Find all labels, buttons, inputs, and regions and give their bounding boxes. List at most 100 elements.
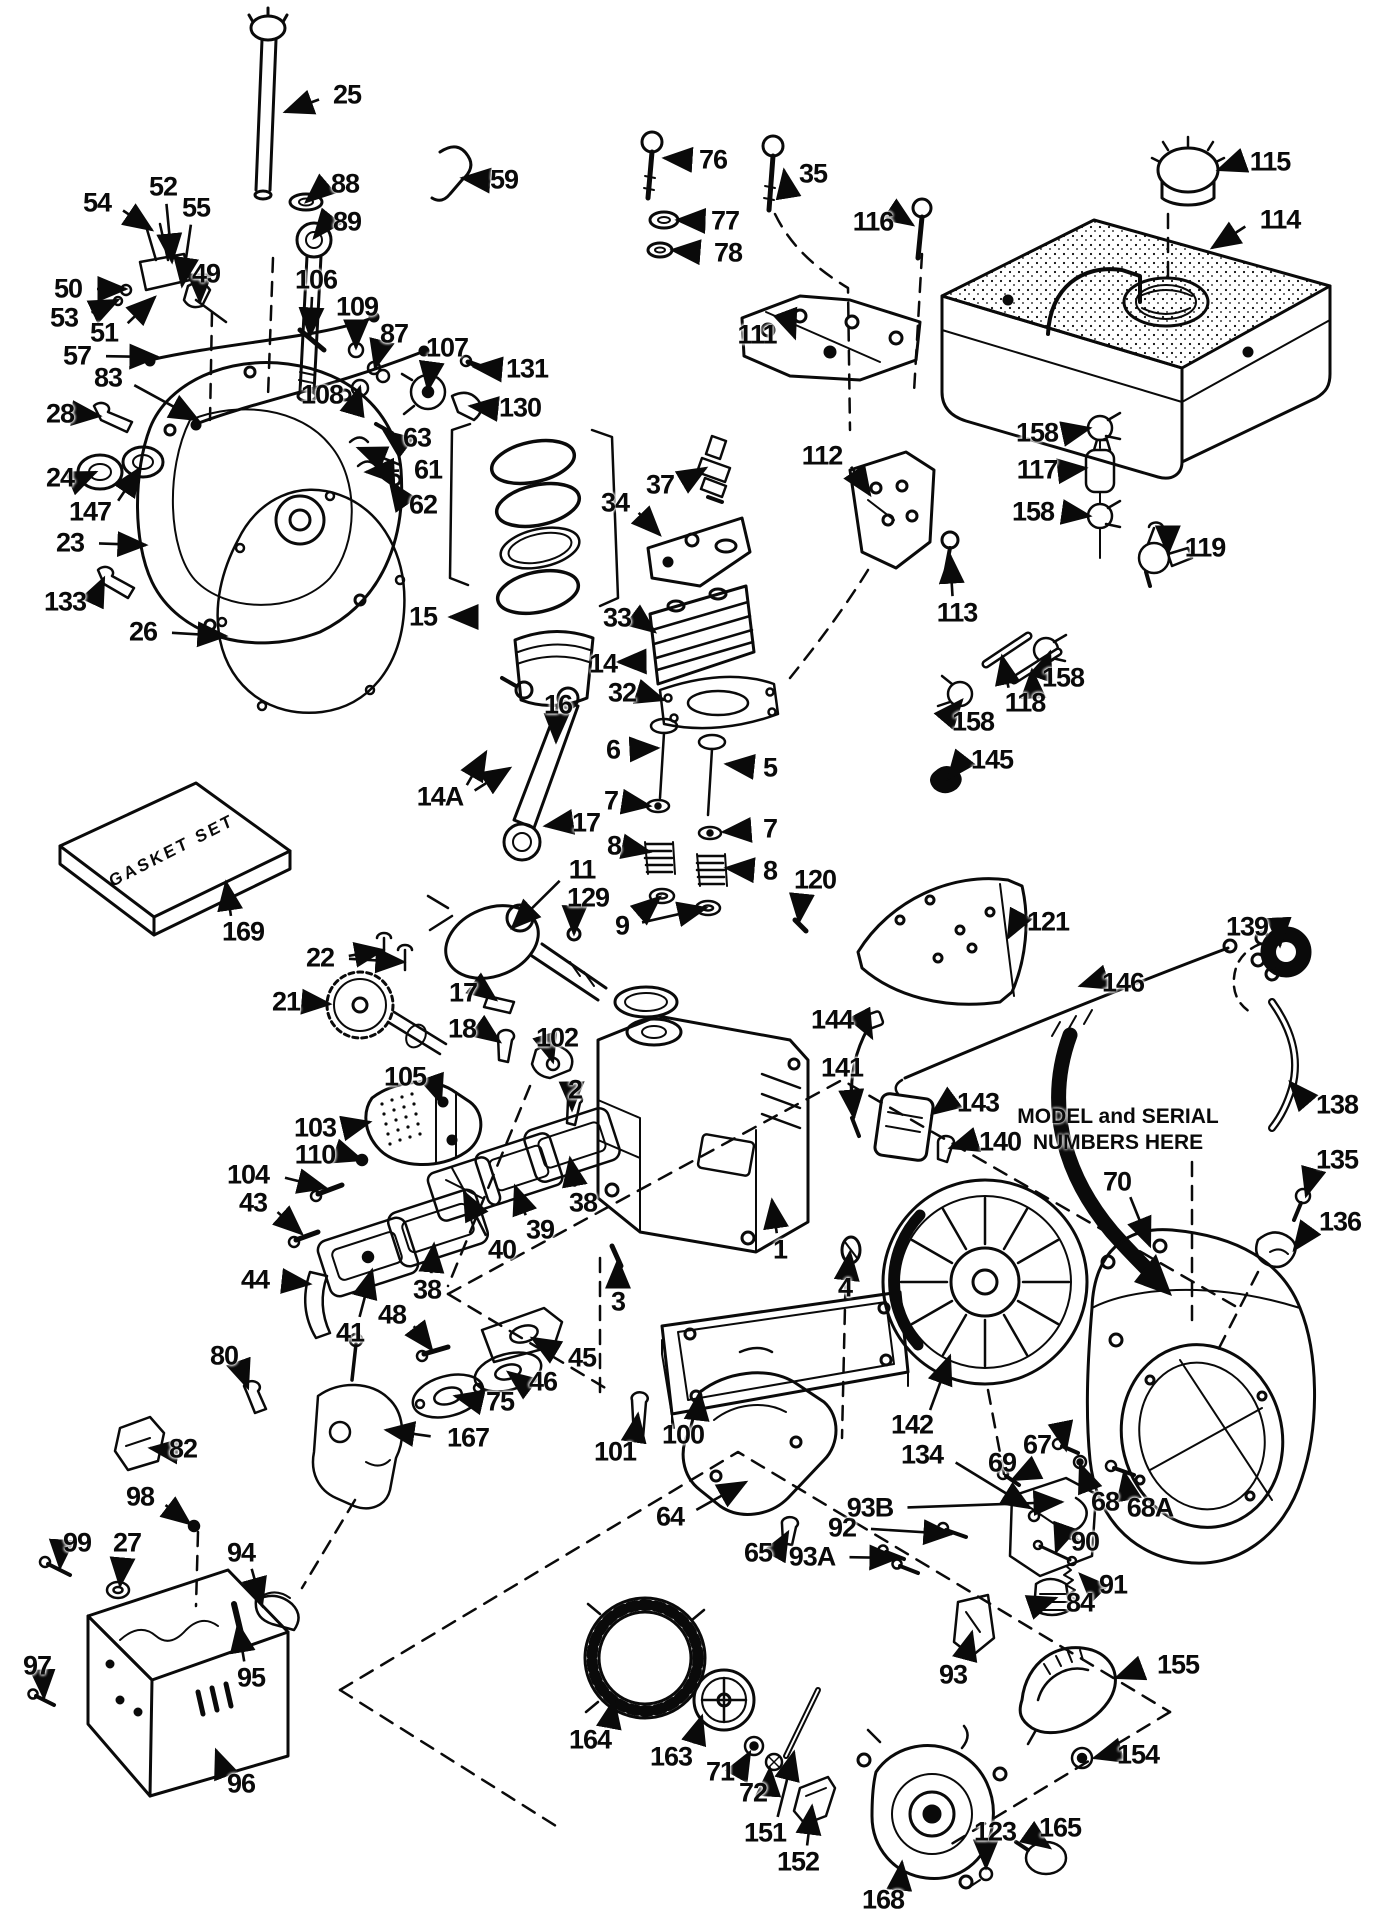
part-label-105: 105 — [383, 1061, 427, 1092]
part-label-163: 163 — [649, 1741, 693, 1772]
leader-arrow-154 — [1091, 1737, 1126, 1763]
part-label-51: 51 — [89, 317, 119, 348]
head-gasket — [658, 675, 780, 730]
part-label-104: 104 — [226, 1159, 270, 1190]
part-label-133: 133 — [43, 586, 87, 617]
leader-arrow-17 — [465, 972, 499, 1002]
part-label-164: 164 — [568, 1724, 612, 1755]
model-serial-line1: MODEL and SERIAL — [1017, 1104, 1219, 1128]
part-label-55: 55 — [181, 192, 211, 223]
part-label-11: 11 — [568, 854, 597, 885]
part-label-139: 139 — [1225, 911, 1269, 942]
part-label-109: 109 — [335, 291, 379, 322]
leader-arrow-14A — [473, 766, 513, 795]
part-label-14: 14 — [588, 648, 618, 679]
part-label-119: 119 — [1184, 532, 1227, 563]
part-label-118: 118 — [1004, 687, 1047, 718]
leader-arrow-100 — [683, 1389, 710, 1422]
part-label-72: 72 — [738, 1777, 768, 1808]
leader-arrow-111 — [772, 306, 798, 341]
leader-arrow-97 — [29, 1668, 56, 1701]
part-label-54: 54 — [82, 187, 112, 218]
leader-arrow-118 — [995, 653, 1021, 688]
model-serial-pointer-arrow — [1051, 1027, 1172, 1296]
part-label-99: 99 — [62, 1527, 92, 1558]
leader-arrow-23 — [98, 531, 149, 558]
leader-arrow-121 — [1006, 906, 1033, 941]
leader-arrow-38 — [418, 1241, 445, 1274]
cylinder-baffle — [681, 1371, 838, 1547]
leader-arrow-108 — [339, 384, 365, 419]
leader-arrow-51 — [125, 295, 157, 327]
part-label-40: 40 — [487, 1234, 517, 1265]
leader-arrow-92 — [870, 1519, 955, 1546]
part-label-2: 2 — [567, 1074, 583, 1105]
part-label-146: 146 — [1101, 967, 1145, 998]
part-label-121: 121 — [1026, 906, 1070, 937]
part-label-120: 120 — [793, 864, 837, 895]
leader-arrow-165 — [1019, 1820, 1053, 1850]
part-label-123: 123 — [973, 1816, 1017, 1847]
part-label-155: 155 — [1156, 1649, 1200, 1680]
leader-arrow-59 — [459, 167, 492, 194]
part-label-34: 34 — [600, 487, 630, 518]
part-label-103: 103 — [293, 1112, 337, 1143]
part-label-136: 136 — [1318, 1206, 1362, 1237]
leader-arrow-38 — [562, 1155, 588, 1189]
leader-arrow-70 — [1127, 1196, 1152, 1249]
part-label-130: 130 — [498, 392, 542, 423]
part-label-84: 84 — [1065, 1587, 1095, 1618]
leader-arrow-68 — [1078, 1461, 1103, 1496]
part-label-33: 33 — [602, 602, 632, 633]
part-label-45: 45 — [567, 1342, 597, 1373]
part-label-7: 7 — [603, 785, 619, 816]
part-label-63: 63 — [402, 422, 432, 453]
gasket-set-box — [58, 781, 292, 937]
part-label-143: 143 — [956, 1087, 1000, 1118]
part-label-151: 151 — [743, 1817, 787, 1848]
leader-arrow-96 — [214, 1747, 239, 1782]
air-cleaner-box — [86, 1568, 290, 1798]
leader-arrow-113 — [938, 552, 965, 597]
leader-arrow-103 — [339, 1115, 373, 1142]
part-label-39: 39 — [525, 1214, 555, 1245]
leader-arrow-21 — [300, 988, 333, 1015]
leader-arrow-87 — [369, 337, 395, 371]
part-label-26: 26 — [128, 616, 158, 647]
leader-arrow-41 — [352, 1267, 378, 1318]
part-label-102: 102 — [535, 1022, 579, 1053]
leader-arrow-145 — [946, 748, 976, 782]
leader-arrow-95 — [229, 1621, 256, 1662]
leader-arrow-45 — [529, 1336, 564, 1364]
part-label-8: 8 — [762, 855, 778, 886]
part-label-9: 9 — [614, 910, 630, 941]
part-label-140: 140 — [978, 1126, 1022, 1157]
leader-arrow-105 — [419, 1071, 444, 1106]
leader-arrow-46 — [505, 1370, 539, 1400]
leader-arrow-93B — [907, 1490, 1065, 1517]
model-serial-line2: NUMBERS HERE — [1032, 1131, 1204, 1154]
part-label-147: 147 — [68, 496, 112, 527]
leader-arrow-14A — [460, 749, 488, 786]
dipstick — [247, 6, 289, 201]
leader-arrow-18 — [469, 1014, 503, 1044]
blower-housing — [1085, 1228, 1316, 1565]
leader-arrow-22 — [348, 947, 407, 974]
leader-arrow-107 — [418, 359, 445, 393]
part-label-28: 28 — [45, 398, 75, 429]
part-label-62: 62 — [408, 489, 438, 520]
leader-arrow-158 — [933, 698, 964, 731]
control-bracket — [848, 450, 960, 576]
leader-arrow-139 — [1265, 916, 1292, 949]
leader-arrow-55 — [173, 224, 199, 289]
leader-arrow-131 — [471, 356, 504, 383]
part-label-48: 48 — [377, 1299, 407, 1330]
leader-arrow-164 — [596, 1697, 622, 1731]
leader-arrow-98 — [159, 1496, 193, 1526]
part-label-154: 154 — [1116, 1739, 1160, 1770]
leader-arrow-134 — [954, 1461, 1033, 1510]
part-label-80: 80 — [209, 1340, 239, 1371]
part-label-3: 3 — [610, 1286, 626, 1317]
leader-arrow-114 — [1209, 221, 1247, 250]
part-label-38: 38 — [412, 1274, 442, 1305]
